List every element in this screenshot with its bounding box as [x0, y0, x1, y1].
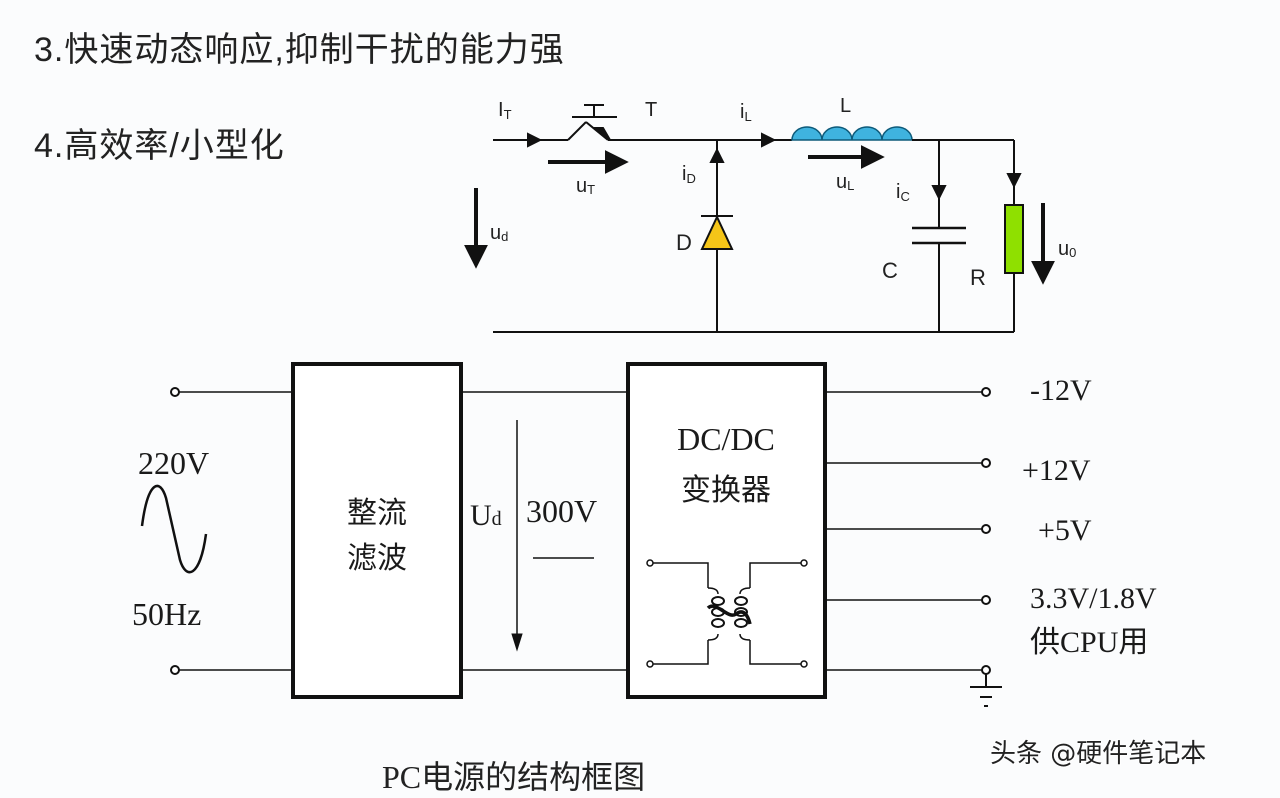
label-iC: iC [896, 181, 910, 204]
output-terminal-ground-icon [981, 665, 991, 675]
rectifier-label-line2: 滤波 [347, 542, 407, 575]
label-R: R [970, 265, 986, 290]
label-uL: uL [836, 171, 854, 193]
label-IT: IT [498, 99, 512, 122]
label-dc-bus-voltage: 300V [526, 493, 597, 529]
ac-sine-icon [140, 484, 208, 574]
block-diagram [140, 362, 1002, 707]
input-terminal-top-icon [170, 387, 180, 397]
resistor-icon [1004, 204, 1024, 274]
diode-icon [700, 214, 734, 250]
label-L: L [840, 95, 851, 117]
label-D: D [676, 230, 692, 255]
output-terminal-icon [981, 458, 991, 468]
capacitor-icon [912, 226, 966, 245]
output-terminal-icon [981, 595, 991, 605]
watermark: 头条 @硬件笔记本 [990, 739, 1207, 769]
label-iL: iL [740, 101, 752, 124]
label-input-frequency: 50Hz [132, 596, 201, 632]
label-uT: uT [576, 175, 595, 197]
heading-point-3: 3.快速动态响应,抑制干扰的能力强 [34, 31, 565, 69]
block-labels: 220V 50Hz 整流 滤波 Ud 300V DC/DC 变换器 -12V +… [132, 374, 1157, 659]
output-label-cpu-voltage: 3.3V/1.8V [1030, 582, 1157, 615]
current-arrow-iR-icon [1006, 173, 1022, 189]
current-arrow-iC-icon [931, 185, 947, 201]
output-label-minus12v: -12V [1030, 374, 1092, 407]
current-arrow-IT-icon [527, 132, 543, 148]
label-ud: ud [490, 222, 508, 244]
input-terminal-bottom-icon [170, 665, 180, 675]
figure-caption: PC电源的结构框图 [382, 759, 646, 795]
converter-label-line1: DC/DC [677, 421, 775, 457]
output-label-cpu-note: 供CPU用 [1030, 626, 1148, 659]
label-iD: iD [682, 163, 696, 186]
label-input-voltage: 220V [138, 445, 209, 481]
output-terminal-icon [981, 524, 991, 534]
dc-bus-arrow-icon [511, 633, 523, 652]
label-C: C [882, 258, 898, 283]
rectifier-label-line1: 整流 [347, 497, 407, 530]
label-T: T [645, 99, 657, 121]
dc-dc-converter-block [626, 362, 827, 699]
label-u0: u0 [1058, 238, 1076, 260]
label-dc-bus: Ud [470, 499, 502, 532]
buck-circuit [464, 104, 1055, 333]
inductor-icon [791, 126, 913, 141]
output-terminal-icon [981, 387, 991, 397]
rectifier-filter-block [291, 362, 463, 699]
current-arrow-iD-icon [709, 147, 725, 163]
ground-icon [970, 674, 1002, 707]
output-label-plus12v: +12V [1022, 454, 1091, 487]
heading-point-4: 4.高效率/小型化 [34, 127, 285, 165]
transistor-icon [567, 104, 617, 141]
buck-labels: IT T iL L uT iD uL iC ud D C R u0 [490, 95, 1076, 290]
output-label-plus5v: +5V [1038, 514, 1092, 547]
transformer-icon [646, 559, 808, 668]
current-arrow-iL-icon [761, 132, 777, 148]
converter-label-line2: 变换器 [681, 474, 771, 507]
